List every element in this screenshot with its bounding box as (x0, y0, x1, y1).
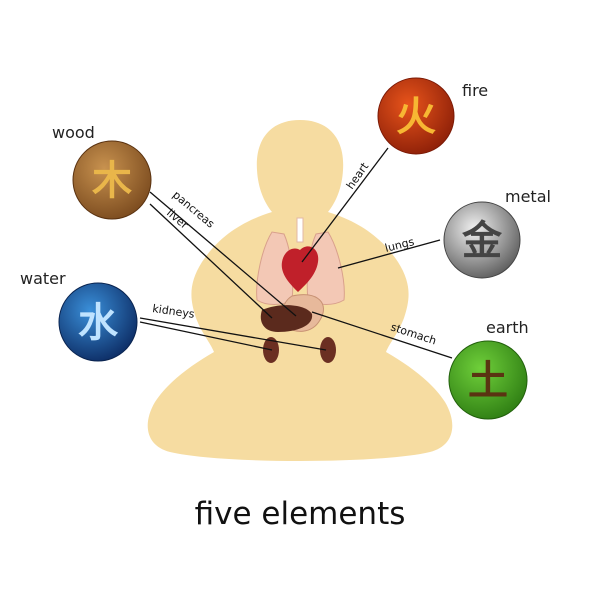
wood-glyph: 木 (92, 157, 132, 204)
connector-heart (301, 147, 389, 263)
water-disc (58, 282, 138, 362)
element-wood: 木 wood (52, 123, 152, 220)
fire-disc (377, 77, 455, 155)
water-label: water (20, 269, 66, 288)
diagram-title: five elements (195, 496, 406, 532)
element-metal: 金 metal (443, 187, 551, 279)
fire-glyph: 火 (396, 93, 436, 140)
organ-label-kidneys: kidneys (152, 302, 196, 321)
kidney-right-shape (320, 337, 336, 363)
earth-label: earth (486, 318, 529, 337)
trachea-shape (296, 217, 304, 243)
connector-liver (149, 203, 273, 319)
wood-disc (72, 140, 152, 220)
earth-disc (448, 340, 528, 420)
element-earth: 土 earth (448, 318, 529, 420)
connector-kidneys (139, 317, 327, 351)
water-glyph: 水 (78, 299, 119, 346)
connector-lungs (337, 239, 441, 269)
liver-shape (260, 305, 313, 332)
metal-glyph: 金 (461, 217, 503, 264)
organ-label-lungs: lungs (384, 235, 416, 255)
metal-disc (443, 201, 521, 279)
metal-label: metal (505, 187, 551, 206)
heart-shape (281, 246, 319, 292)
body-silhouette (147, 120, 453, 461)
element-fire: 火 fire (377, 77, 488, 155)
connector-stomach (311, 311, 453, 359)
connector-kidneys-2 (139, 321, 273, 351)
element-water: 水 water (20, 269, 138, 362)
earth-glyph: 土 (468, 357, 508, 404)
wood-label: wood (52, 123, 95, 142)
organ-label-stomach: stomach (389, 320, 438, 347)
connector-lines (139, 147, 453, 359)
fire-label: fire (462, 81, 488, 100)
organs-group (256, 217, 345, 363)
connector-pancreas (149, 191, 297, 317)
